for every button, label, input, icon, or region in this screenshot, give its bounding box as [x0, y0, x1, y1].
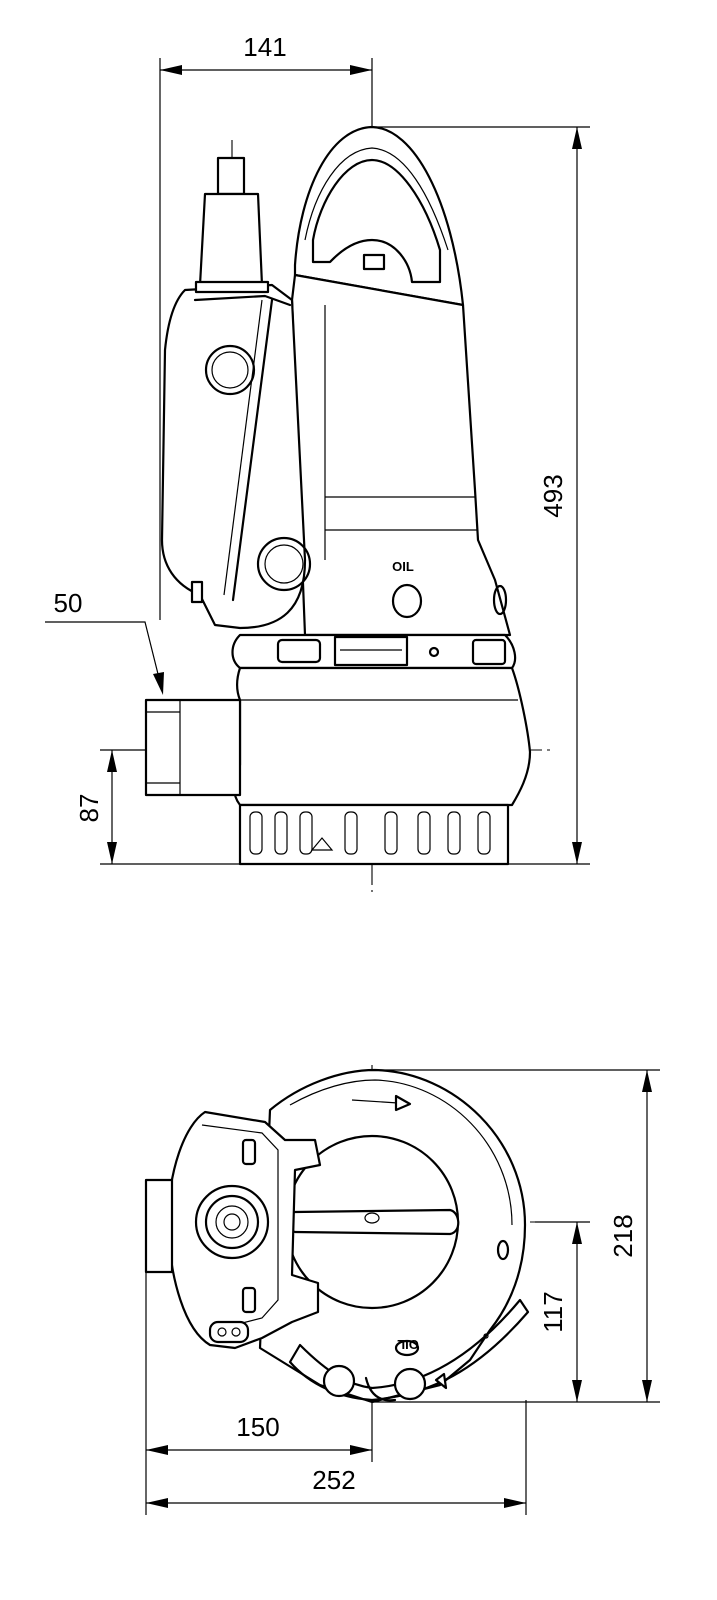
strainer-base [238, 803, 510, 866]
plan-view: 218 117 150 252 [144, 1065, 660, 1515]
plan-control-box [166, 1110, 322, 1350]
plan-bolt-bottom [241, 1286, 257, 1314]
cable-gland [204, 344, 256, 396]
strainer-slots [249, 811, 491, 855]
plan-latch-knob-left [322, 1364, 356, 1398]
plan-handle-center [364, 1212, 380, 1224]
dim-label-117: 117 [538, 1291, 568, 1332]
oil-plug-side [391, 583, 423, 619]
plan-clip-hole-1 [217, 1327, 227, 1337]
plan-cable-gland-outer [194, 1184, 270, 1260]
arrow-150-left [146, 1445, 168, 1455]
control-box-top-edge [193, 294, 292, 307]
pump-casing [232, 666, 532, 807]
dim-label-141: 141 [243, 32, 286, 62]
arrow-252-right [504, 1498, 526, 1508]
dim-label-50: 50 [54, 588, 83, 618]
leader-50 [45, 621, 163, 691]
lower-boss-inner [264, 544, 304, 584]
plan-latch-knob-right [393, 1367, 427, 1401]
strainer-foot [310, 837, 334, 851]
plan-cable-clip [208, 1320, 250, 1344]
dim-label-252: 252 [312, 1465, 355, 1495]
clamp-buckle [333, 635, 409, 667]
box-foot-clip [190, 580, 204, 604]
plan-latch-hook [364, 1376, 397, 1402]
handle-clip [362, 253, 386, 271]
plan-cable-core [223, 1213, 241, 1231]
arrow-150-right [350, 1445, 372, 1455]
plan-clip-hole-2 [231, 1327, 241, 1337]
control-box-divider [231, 298, 274, 602]
arrow-117-top [572, 1222, 582, 1244]
plan-cable-gland-mid [204, 1194, 260, 1250]
plan-bolt-top [241, 1138, 257, 1166]
lower-boss [256, 536, 312, 592]
plan-motor-outline [258, 1068, 527, 1404]
plan-side-bolt [496, 1239, 510, 1261]
arrow-50 [153, 672, 164, 695]
dim-label-87: 87 [74, 794, 104, 823]
outlet-pipe [144, 698, 242, 797]
arrow-141-left [160, 65, 182, 75]
dim-label-493: 493 [538, 474, 568, 517]
arrow-493-top [572, 127, 582, 149]
pump-handle [293, 125, 465, 307]
plan-outlet [144, 1178, 174, 1274]
plan-control-box-inner [201, 1124, 279, 1331]
dim-label-218: 218 [608, 1214, 638, 1257]
arrow-218-top [642, 1070, 652, 1092]
clamp-pin [428, 646, 440, 658]
clamp-latch-left [276, 638, 322, 664]
handle-opening [311, 158, 442, 284]
plan-small-dot [483, 1333, 489, 1339]
cable-end [216, 156, 246, 196]
control-box-divider-inner [223, 299, 263, 596]
arrow-218-bottom [642, 1380, 652, 1402]
cable-collar [194, 280, 270, 294]
plan-motor-inner-rim [289, 1079, 513, 1226]
rotation-arrow-head [394, 1094, 412, 1112]
cable-sleeve [198, 192, 264, 287]
dim-label-150: 150 [236, 1412, 279, 1442]
arrow-87-bottom [107, 842, 117, 864]
plan-latch-tab [434, 1372, 448, 1390]
arrow-141-right [350, 65, 372, 75]
plan-oil-plug [394, 1339, 420, 1357]
oil-label-side: OIL [392, 559, 414, 574]
handle-inner-line [304, 147, 449, 251]
clamp-latch-right [471, 638, 507, 666]
cable-gland-inner [211, 351, 249, 389]
arrow-493-bottom [572, 842, 582, 864]
side-view: 141 493 87 50 OIL [45, 32, 590, 892]
arrow-87-top [107, 750, 117, 772]
plan-cable-gland-inner [215, 1205, 249, 1239]
arrow-117-bottom [572, 1380, 582, 1402]
side-bolt [492, 584, 508, 616]
rotation-arrow-line [351, 1099, 399, 1104]
control-box [160, 283, 307, 630]
plan-clamp-ring [288, 1298, 530, 1402]
arrow-252-left [146, 1498, 168, 1508]
